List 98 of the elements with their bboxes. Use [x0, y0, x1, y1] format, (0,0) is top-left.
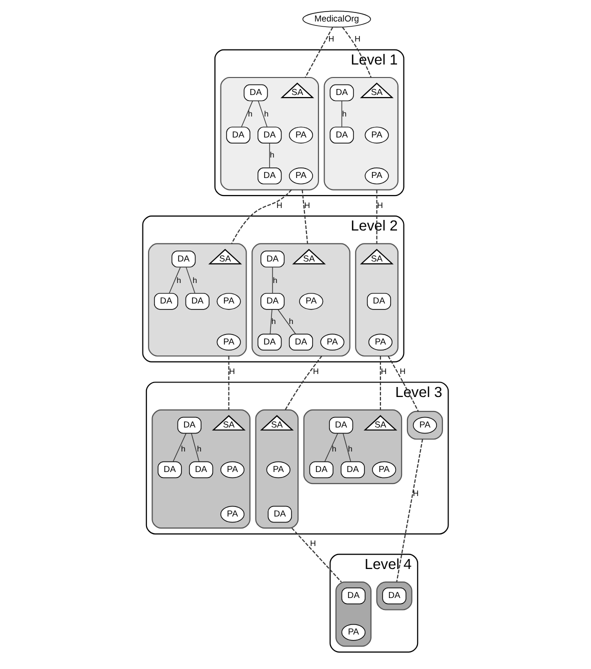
cluster — [355, 243, 398, 357]
node-box: DA — [268, 506, 292, 523]
node-box: DA — [288, 334, 313, 351]
cluster — [152, 409, 250, 529]
cluster — [335, 581, 372, 647]
node-ellipse: PA — [288, 168, 313, 184]
connector — [172, 432, 186, 462]
connector — [270, 309, 272, 334]
edge-label: H — [377, 200, 383, 210]
cluster — [220, 76, 320, 190]
node-box: DA — [330, 126, 354, 144]
connector — [278, 309, 296, 334]
cluster — [252, 243, 350, 357]
node-ellipse: PA — [266, 461, 290, 478]
connector — [241, 100, 253, 128]
node-box: DA — [172, 250, 196, 268]
edge-label: h — [176, 276, 182, 285]
node-box: DA — [340, 461, 365, 478]
connector — [304, 27, 334, 78]
connector — [291, 528, 342, 582]
node-ellipse: PA — [288, 126, 313, 144]
connector — [341, 100, 342, 128]
connector — [168, 266, 181, 294]
connector — [376, 190, 378, 244]
connector — [396, 439, 424, 582]
edge-label: h — [192, 276, 198, 285]
connector — [269, 143, 270, 168]
node-ellipse: PA — [372, 461, 396, 478]
node-box: DA — [177, 416, 202, 434]
edge-label: h — [271, 316, 276, 326]
node-box: DA — [154, 292, 178, 310]
connector — [284, 356, 322, 410]
node-ellipse: MedicalOrg — [302, 10, 371, 28]
edge-label: h — [288, 316, 294, 326]
edge-label: h — [348, 444, 352, 454]
node-box: DA — [258, 168, 282, 184]
node-box: DA — [226, 126, 250, 144]
node-box: DA — [185, 292, 210, 310]
edge-label: h — [248, 110, 253, 119]
cluster — [324, 76, 398, 190]
node-box: DA — [189, 461, 214, 478]
node-box: DA — [309, 461, 334, 478]
node-ellipse: PA — [412, 416, 437, 434]
edge-label: h — [270, 150, 274, 160]
edge-label: H — [380, 367, 387, 376]
edge-label: H — [313, 367, 319, 376]
node-ellipse: PA — [216, 292, 241, 310]
cluster — [255, 409, 299, 529]
node-box: DA — [382, 588, 406, 604]
connector — [380, 356, 381, 410]
connector — [191, 432, 200, 462]
edge-label: H — [400, 367, 406, 376]
edge-label: h — [272, 276, 278, 285]
connector — [342, 26, 372, 78]
cluster — [148, 243, 247, 357]
cluster — [376, 581, 412, 610]
connector — [272, 266, 273, 294]
node-ellipse: PA — [320, 334, 344, 351]
edge-label: h — [264, 110, 269, 119]
connector — [258, 100, 268, 128]
connector — [302, 190, 308, 244]
node-box: DA — [260, 292, 285, 310]
node-box: DA — [258, 334, 282, 351]
connector — [324, 432, 338, 462]
connector — [388, 356, 419, 412]
node-box: DA — [366, 292, 392, 310]
connector — [228, 356, 230, 410]
node-box: DA — [341, 588, 366, 604]
node-ellipse: PA — [220, 461, 244, 478]
cluster — [303, 409, 402, 484]
connector — [186, 266, 196, 294]
node-box: DA — [329, 416, 354, 434]
node-ellipse: PA — [299, 292, 324, 310]
connector — [231, 189, 292, 244]
node-ellipse: PA — [220, 506, 244, 523]
node-box: DA — [260, 250, 285, 268]
connector — [342, 432, 352, 462]
edge-label: h — [197, 444, 202, 454]
cluster — [406, 410, 443, 440]
edge-label: H — [412, 488, 419, 498]
node-box: DA — [244, 84, 268, 102]
node-ellipse: PA — [341, 624, 366, 641]
edge-label: H — [304, 200, 310, 210]
edge-label: H — [310, 539, 316, 548]
node-ellipse: PA — [216, 334, 241, 351]
edge-label: H — [276, 200, 282, 210]
node-ellipse: PA — [364, 126, 389, 144]
node-ellipse: PA — [364, 168, 389, 184]
node-box: DA — [258, 126, 282, 144]
edge-label: H — [229, 367, 235, 376]
node-ellipse: PA — [368, 334, 392, 351]
edge-label: h — [342, 110, 347, 119]
edge-label: h — [180, 444, 186, 454]
edge-label: h — [332, 444, 336, 454]
edge-label: H — [328, 34, 334, 44]
edge-label: H — [354, 34, 360, 44]
node-box: DA — [158, 461, 182, 478]
node-box: DA — [330, 84, 354, 102]
